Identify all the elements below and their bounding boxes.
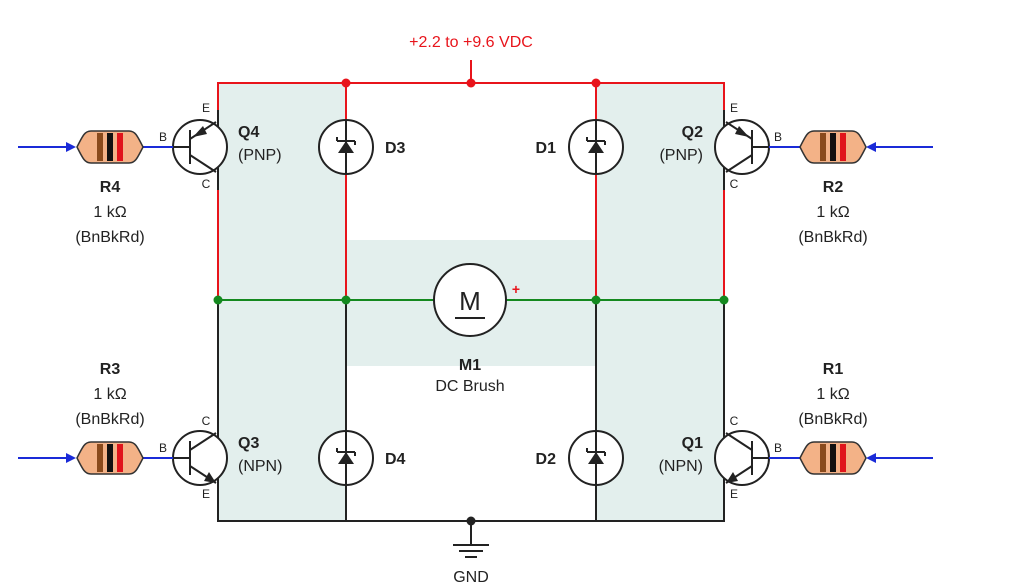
- ground-label: GND: [453, 569, 489, 586]
- diode-d3: [318, 119, 374, 175]
- r2-designator: R2: [823, 179, 844, 196]
- r4-code: (BnBkRd): [75, 229, 144, 246]
- resistor-r3: [76, 441, 144, 475]
- q2-pin-e: E: [730, 101, 738, 115]
- transistor-q2: [714, 110, 770, 190]
- supply-label: +2.2 to +9.6 VDC: [409, 34, 533, 51]
- diode-d4: [318, 430, 374, 486]
- q4-designator: Q4: [238, 124, 259, 141]
- q1-designator: Q1: [682, 435, 703, 452]
- q3-pin-c: C: [202, 414, 211, 428]
- junction-dots: [213, 78, 729, 526]
- r3-code: (BnBkRd): [75, 411, 144, 428]
- r3-value: 1 kΩ: [93, 386, 126, 403]
- r3-designator: R3: [100, 361, 121, 378]
- q2-designator: Q2: [682, 124, 703, 141]
- transistor-q1: [714, 420, 770, 495]
- r2-code: (BnBkRd): [798, 229, 867, 246]
- q1-pin-b: B: [774, 441, 782, 455]
- transistor-q3: [172, 420, 228, 495]
- r1-code: (BnBkRd): [798, 411, 867, 428]
- diode-d3-label: D3: [385, 140, 406, 157]
- q4-kind: (PNP): [238, 147, 282, 164]
- ground-symbol: [453, 544, 489, 558]
- q3-designator: Q3: [238, 435, 259, 452]
- diode-d2-label: D2: [536, 451, 557, 468]
- r2-value: 1 kΩ: [816, 204, 849, 221]
- motor-symbol-letter: M: [459, 286, 481, 316]
- r1-designator: R1: [823, 361, 844, 378]
- motor-polarity: +: [512, 281, 520, 297]
- motor-type: DC Brush: [435, 378, 504, 395]
- diode-d2: [568, 430, 624, 486]
- diode-d1-label: D1: [536, 140, 557, 157]
- q2-pin-b: B: [774, 130, 782, 144]
- q4-pin-b: B: [159, 130, 167, 144]
- q2-pin-c: C: [730, 177, 739, 191]
- q3-pin-e: E: [202, 487, 210, 501]
- q1-pin-c: C: [730, 414, 739, 428]
- q3-pin-b: B: [159, 441, 167, 455]
- diode-d1: [568, 119, 624, 175]
- q2-kind: (PNP): [659, 147, 703, 164]
- resistor-r4: [76, 130, 144, 164]
- diode-d4-label: D4: [385, 451, 406, 468]
- r4-designator: R4: [100, 179, 121, 196]
- r1-value: 1 kΩ: [816, 386, 849, 403]
- q3-kind: (NPN): [238, 458, 282, 475]
- r4-value: 1 kΩ: [93, 204, 126, 221]
- q4-pin-c: C: [202, 177, 211, 191]
- resistor-r2: [799, 130, 867, 164]
- q1-kind: (NPN): [659, 458, 703, 475]
- transistor-q4: [172, 110, 228, 190]
- motor-designator: M1: [459, 357, 481, 374]
- q4-pin-e: E: [202, 101, 210, 115]
- q1-pin-e: E: [730, 487, 738, 501]
- motor-m1: M +: [433, 263, 520, 337]
- resistor-r1: [799, 441, 867, 475]
- input-lines: [18, 142, 933, 463]
